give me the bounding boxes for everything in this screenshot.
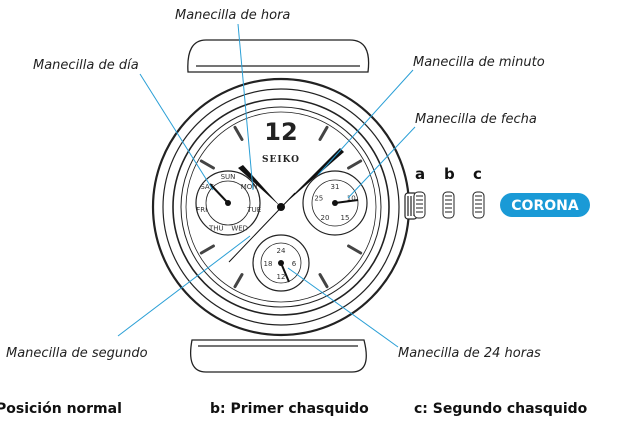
hour-index-marker <box>347 159 363 170</box>
caption-position-a: Posición normal <box>0 401 122 417</box>
minute-hand <box>281 148 344 207</box>
label-minute-hand: Manecilla de minuto <box>413 55 545 70</box>
hour-hand <box>238 165 281 207</box>
crown-badge: CORONA <box>500 193 590 217</box>
subdial-label: 25 <box>314 195 323 203</box>
subdial-label: MON <box>241 183 258 191</box>
subdial-label: 10 <box>347 195 356 203</box>
crown-position-a-letter: a <box>415 165 425 183</box>
label-second-hand: Manecilla de segundo <box>6 346 148 361</box>
crown-position-a <box>413 191 426 219</box>
watch-strap <box>187 39 370 373</box>
subdial-label: SUN <box>221 173 236 181</box>
subdial-label: 24 <box>277 247 286 255</box>
hour-index-marker <box>233 273 244 289</box>
label-24h-hand: Manecilla de 24 horas <box>398 346 541 361</box>
subdial-label: 6 <box>292 260 297 268</box>
hour-index-marker <box>199 244 215 255</box>
label-hour-hand: Manecilla de hora <box>175 8 290 23</box>
hour-index-marker <box>347 244 363 255</box>
label-date-hand: Manecilla de fecha <box>415 112 537 127</box>
date-subdial: 31 10 15 20 25 <box>302 170 368 236</box>
crown-position-b <box>442 191 455 219</box>
numeral-twelve: 12 <box>264 118 297 146</box>
caption-position-b: b: Primer chasquido <box>210 401 369 417</box>
crown-position-c <box>472 191 485 219</box>
subdial-label: FRI <box>196 206 207 214</box>
caption-position-c: c: Segundo chasquido <box>414 401 588 417</box>
hour-index-marker <box>233 125 244 141</box>
hour-index-marker <box>318 125 329 141</box>
subdial-label: 18 <box>264 260 273 268</box>
hour-index-marker <box>318 273 329 289</box>
hour-index-marker <box>199 159 215 170</box>
subdial-label: WED <box>231 224 248 232</box>
subdial-label: 31 <box>331 183 340 191</box>
subdial-label: TUE <box>246 206 261 214</box>
crown-label: CORONA <box>511 198 579 214</box>
callout-lines <box>117 23 416 348</box>
subdial-label: THU <box>208 224 224 232</box>
hour-indices <box>199 125 363 289</box>
subdial-label: SAT <box>200 183 214 191</box>
label-day-hand: Manecilla de día <box>33 58 139 73</box>
subdial-label: 20 <box>321 214 330 222</box>
day-subdial: SUN MON TUE WED THU FRI SAT <box>195 170 261 236</box>
crown-position-b-letter: b <box>444 165 455 183</box>
subdial-label: 12 <box>277 273 286 281</box>
brand-logo: SEIKO <box>262 155 300 165</box>
subdial-label: 15 <box>341 214 350 222</box>
crown-position-c-letter: c <box>473 165 482 183</box>
hour24-subdial: 24 6 12 18 <box>252 234 310 292</box>
main-hands <box>228 148 344 263</box>
